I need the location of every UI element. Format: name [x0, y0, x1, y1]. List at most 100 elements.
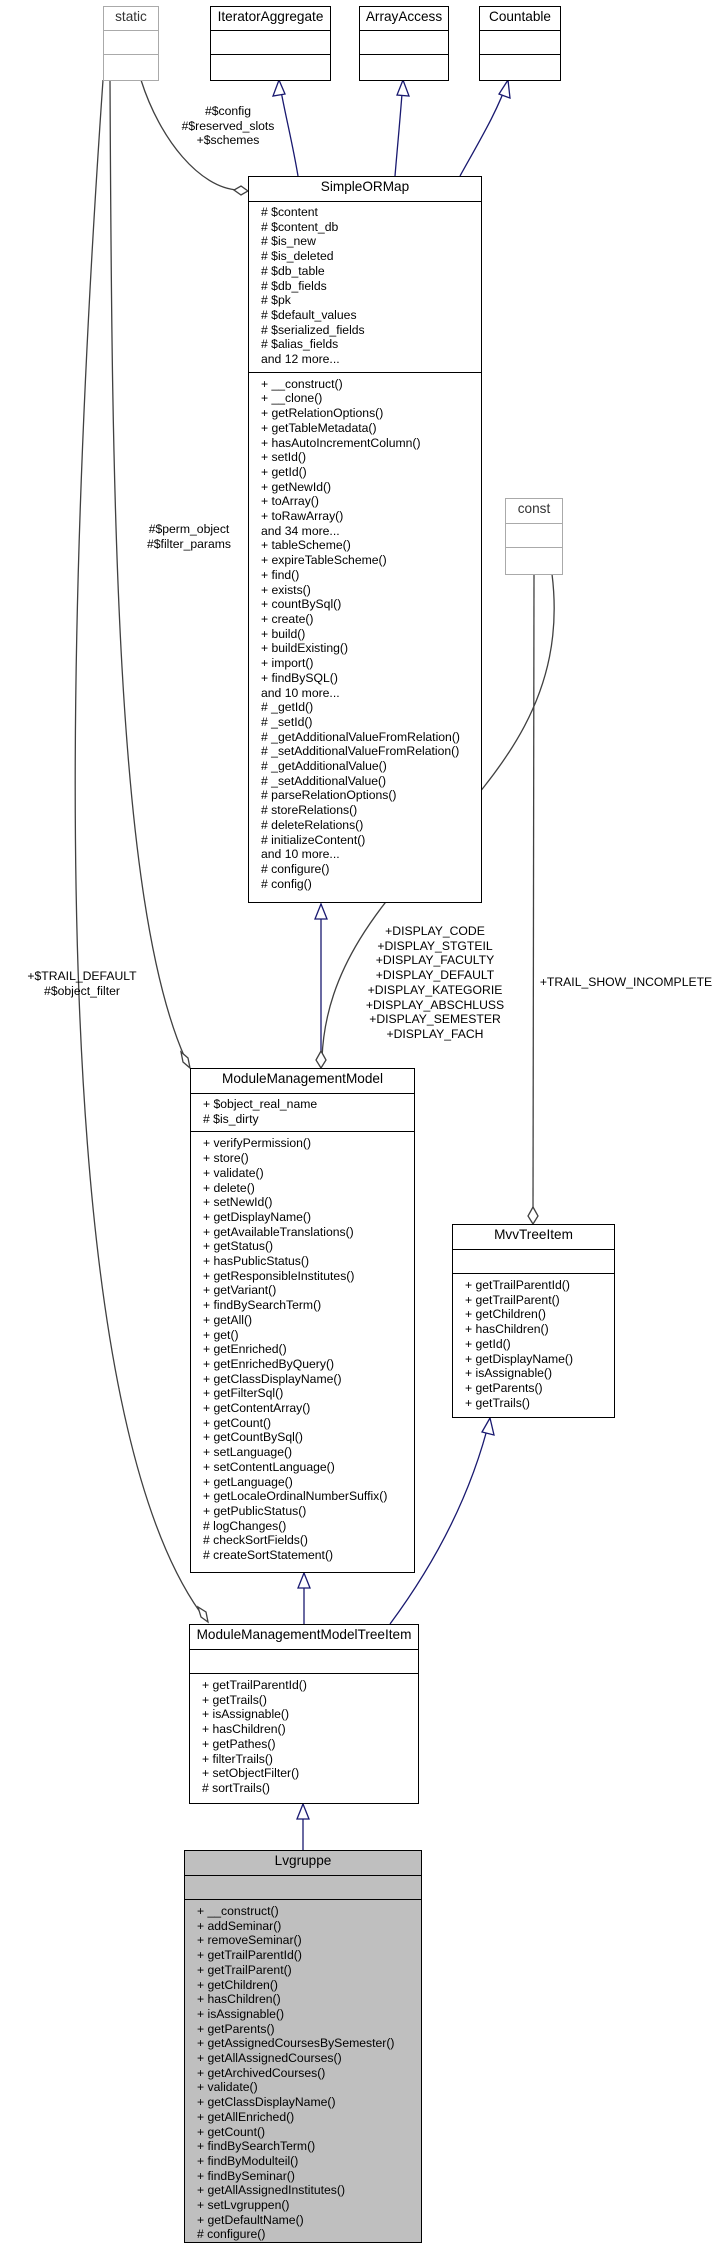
member-line: + isAssignable()	[202, 1707, 290, 1722]
member-line: + getLanguage()	[203, 1474, 293, 1489]
member-line: + delete()	[203, 1180, 255, 1195]
class-modulemanagementmodeltreeitem[interactable]: ModuleManagementModelTreeItem + getTrail…	[189, 1624, 419, 1804]
member-line: # $content_db	[261, 219, 339, 234]
member-line: + getAllEnriched()	[197, 2109, 295, 2124]
member-line: # $db_fields	[261, 278, 327, 293]
class-iteratoraggregate-title: IteratorAggregate	[211, 7, 330, 31]
diamond-static-mmm	[179, 1050, 192, 1070]
class-modulemanagementmodeltreeitem-title: ModuleManagementModelTreeItem	[190, 1625, 418, 1650]
member-line: and 34 more...	[261, 523, 340, 538]
member-line: # $is_deleted	[261, 249, 334, 264]
member-line: + getEnrichedByQuery()	[203, 1356, 335, 1371]
member-line: # configure()	[197, 2227, 266, 2242]
member-line: + getTrailParent()	[465, 1292, 560, 1307]
label-static-orm: #$config#$reserved_slots+$schemes	[168, 104, 288, 148]
member-line: # _setAdditionalValue()	[261, 773, 387, 788]
member-line: # _setAdditionalValueFromRelation()	[261, 744, 460, 759]
class-simpleormap[interactable]: SimpleORMap # $content# $content_db# $is…	[248, 176, 482, 903]
member-line: + $object_real_name	[203, 1097, 318, 1111]
class-static[interactable]: static	[103, 6, 159, 81]
member-line: # parseRelationOptions()	[261, 788, 397, 803]
member-line: + __construct()	[197, 1904, 279, 1918]
member-line: +DISPLAY_SEMESTER	[369, 1012, 501, 1027]
class-lvgruppe[interactable]: Lvgruppe + __construct()+ addSeminar()+ …	[184, 1850, 422, 2243]
member-line: + setLanguage()	[203, 1445, 293, 1460]
member-line: + findBySeminar()	[197, 2168, 295, 2183]
member-line: #$config	[204, 104, 252, 118]
member-line: + getTrailParentId()	[197, 1948, 302, 1963]
member-line: + getNewId()	[261, 479, 332, 494]
class-arrayaccess[interactable]: ArrayAccess	[359, 6, 449, 81]
member-line: + getAvailableTranslations()	[203, 1224, 354, 1239]
member-line: # checkSortFields()	[203, 1533, 308, 1548]
member-line: #$object_filter	[44, 983, 120, 998]
member-line: + setNewId()	[203, 1195, 273, 1210]
member-line: + getContentArray()	[203, 1401, 311, 1416]
member-line: + find()	[261, 567, 300, 582]
member-line: + hasChildren()	[465, 1322, 549, 1337]
member-line: # _setId()	[261, 714, 313, 729]
arrowhead-arrayaccess	[396, 78, 410, 97]
diamond-const-mvv	[527, 1205, 539, 1226]
member-line: + validate()	[203, 1165, 264, 1180]
member-line: # storeRelations()	[261, 803, 358, 818]
member-line: + hasPublicStatus()	[203, 1254, 310, 1269]
member-line: + getCount()	[197, 2124, 266, 2139]
member-line: + __clone()	[261, 391, 323, 406]
edge-static-tree	[74, 79, 201, 1613]
member-line: + getLocaleOrdinalNumberSuffix()	[203, 1489, 388, 1504]
class-modulemanagementmodel-methods: + verifyPermission()+ store()+ validate(…	[191, 1132, 414, 1566]
member-line: + hasChildren()	[202, 1722, 286, 1737]
member-line: + getPathes()	[202, 1736, 276, 1751]
member-line: + findBySQL()	[261, 670, 338, 685]
member-line: +DISPLAY_CODE	[385, 924, 485, 938]
member-line: +TRAIL_SHOW_INCOMPLETE	[539, 975, 713, 989]
member-line: #$reserved_slots	[181, 118, 275, 133]
class-mvvtreeitem[interactable]: MvvTreeItem + getTrailParentId()+ getTra…	[452, 1224, 615, 1418]
edge-tree-mvv	[389, 1417, 491, 1625]
class-arrayaccess-attrs	[360, 31, 448, 55]
class-modulemanagementmodel[interactable]: ModuleManagementModel + $object_real_nam…	[190, 1068, 415, 1573]
class-simpleormap-methods: + __construct()+ __clone()+ getRelationO…	[249, 373, 481, 896]
edge-static-orm	[140, 79, 239, 191]
label-static-tree: +$TRAIL_DEFAULT#$object_filter	[22, 969, 142, 998]
member-line: # $is_new	[261, 234, 316, 249]
member-line: + create()	[261, 611, 314, 626]
member-line: + getChildren()	[465, 1307, 546, 1322]
label-const-mmm: +DISPLAY_CODE+DISPLAY_STGTEIL+DISPLAY_FA…	[355, 924, 515, 1042]
member-line: +$TRAIL_DEFAULT	[27, 969, 137, 983]
member-line: # $serialized_fields	[261, 322, 365, 337]
member-line: # sortTrails()	[202, 1780, 270, 1795]
class-countable[interactable]: Countable	[479, 6, 561, 81]
class-modulemanagementmodel-title: ModuleManagementModel	[191, 1069, 414, 1094]
member-line: # $alias_fields	[261, 337, 339, 352]
class-mvvtreeitem-title: MvvTreeItem	[453, 1225, 614, 1250]
class-countable-attrs	[480, 31, 560, 55]
class-const-title: const	[506, 499, 562, 524]
member-line: + getTrails()	[202, 1692, 267, 1707]
edge-static-mmm	[109, 79, 186, 1059]
class-arrayaccess-title: ArrayAccess	[360, 7, 448, 31]
member-line: + __construct()	[261, 376, 343, 391]
class-static-methods	[104, 55, 158, 79]
member-line: + getAll()	[203, 1312, 253, 1327]
class-simpleormap-title: SimpleORMap	[249, 177, 481, 202]
member-line: +DISPLAY_ABSCHLUSS	[365, 997, 505, 1012]
member-line: + getDisplayName()	[203, 1209, 312, 1224]
class-iteratoraggregate[interactable]: IteratorAggregate	[210, 6, 331, 81]
class-iteratoraggregate-methods	[211, 55, 330, 79]
class-const[interactable]: const	[505, 498, 563, 575]
member-line: # $pk	[261, 293, 291, 308]
member-line: + toArray()	[261, 494, 319, 509]
arrowhead-mmm	[297, 1571, 311, 1589]
member-line: + getClassDisplayName()	[203, 1371, 342, 1386]
member-line: + getChildren()	[197, 1977, 278, 1992]
member-line: # _getAdditionalValueFromRelation()	[261, 729, 460, 744]
member-line: # configure()	[261, 861, 330, 876]
arrowhead-iteratoraggregate	[271, 78, 286, 97]
member-line: + getTableMetadata()	[261, 420, 377, 435]
member-line: +DISPLAY_FACH	[386, 1026, 484, 1041]
member-line: +DISPLAY_DEFAULT	[375, 968, 495, 983]
member-line: + import()	[261, 656, 314, 671]
class-simpleormap-attrs: # $content# $content_db# $is_new# $is_de…	[249, 202, 481, 373]
